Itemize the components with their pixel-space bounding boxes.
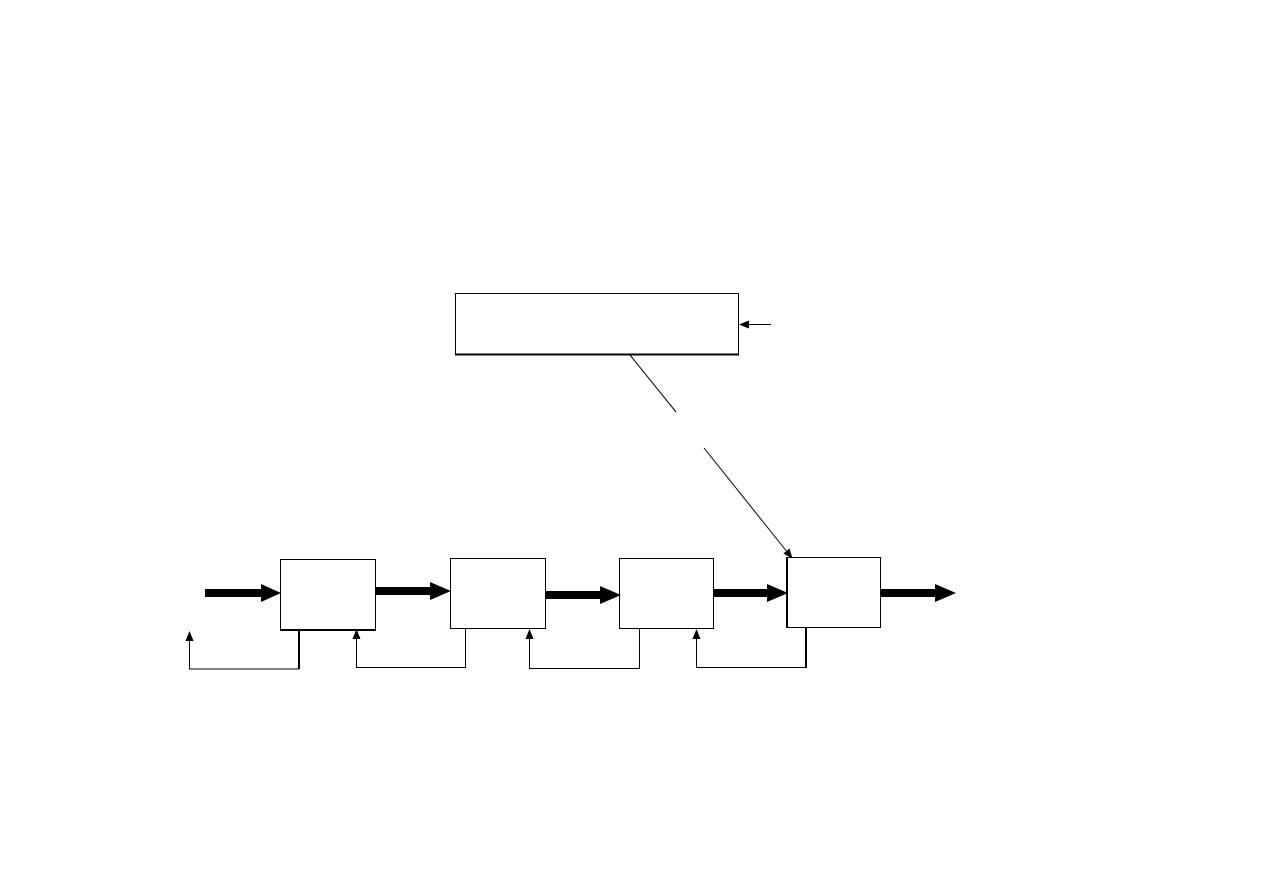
feedback-loop-1: [185, 630, 300, 670]
output-flow-arrow: [881, 584, 956, 602]
stage-3-block: [619, 558, 714, 629]
feedback-loop-4: [692, 628, 807, 668]
feedback-loop-2: [352, 629, 466, 668]
input-flow-arrow: [205, 584, 281, 602]
flow-arrow-1-to-2: [376, 582, 451, 600]
stage-1-block: [280, 559, 376, 630]
controller-block: [455, 293, 739, 355]
flow-arrow-3-to-4: [714, 584, 788, 602]
stage-2-block: [450, 558, 546, 629]
control-signal-line-upper: [629, 354, 677, 413]
control-signal-line-lower: [703, 447, 793, 559]
stage-4-block: [786, 557, 881, 628]
feedback-loop-3: [525, 629, 640, 669]
flow-arrow-2-to-3: [546, 586, 621, 604]
